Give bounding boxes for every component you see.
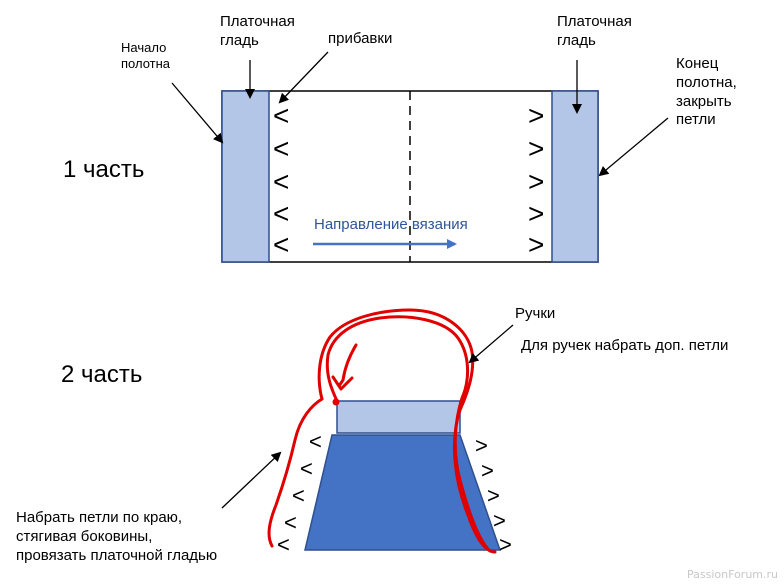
label-line: закрыть — [676, 92, 732, 110]
label-start: Начало полотна — [121, 40, 170, 73]
label-line: провязать платочной гладью — [16, 546, 218, 564]
increase-mark: < — [292, 483, 305, 508]
increase-mark: > — [528, 133, 544, 164]
increase-marks-left: < < < < < — [273, 100, 289, 260]
increase-mark: > — [475, 433, 488, 458]
label-line: Платочная — [220, 13, 295, 30]
increase-mark: > — [493, 508, 506, 533]
label-stockinette-right: Платочная гладь — [557, 13, 632, 51]
increase-mark: < — [309, 429, 322, 454]
watermark: PassionForum.ru — [687, 568, 778, 581]
red-dot — [332, 398, 340, 406]
label-line: стягивая боковины, — [16, 527, 153, 545]
increase-mark: < — [273, 100, 289, 131]
increase-mark: < — [284, 510, 297, 535]
increase-mark: < — [273, 133, 289, 164]
label-line: гладь — [557, 31, 596, 49]
increase-mark: > — [528, 229, 544, 260]
arrow-end — [598, 117, 669, 177]
direction-label: Направление вязания — [314, 216, 468, 233]
increase-mark: < — [300, 456, 313, 481]
label-handles: Ручки — [515, 305, 556, 322]
increase-mark: > — [481, 458, 494, 483]
label-stockinette-left: Платочная гладь — [220, 13, 295, 51]
increase-mark: < — [273, 198, 289, 229]
increase-mark: < — [273, 166, 289, 197]
increase-mark: > — [499, 532, 512, 557]
red-handle-loop — [267, 308, 497, 554]
label-pickup: Набрать петли по краю, стягивая боковины… — [16, 509, 217, 565]
label-start-line: полотна — [121, 56, 171, 72]
increase-mark: < — [277, 532, 290, 557]
label-line: Конец — [676, 55, 719, 72]
increase-mark: < — [273, 229, 289, 260]
stockinette-strip-right — [551, 90, 599, 263]
label-handles-note: Для ручек набрать доп. петли — [521, 337, 729, 354]
arrow-handles — [468, 324, 514, 364]
part2-title: 2 часть — [61, 361, 143, 388]
label-line: гладь — [220, 31, 259, 49]
arrow-pickup — [221, 451, 282, 509]
increase-mark: > — [528, 166, 544, 197]
zigzag-left: < < < < < — [277, 429, 322, 557]
zigzag-right: > > > > > — [475, 433, 512, 557]
label-line: полотна, — [676, 73, 737, 91]
label-end: Конец полотна, закрыть петли — [676, 55, 737, 130]
bag-body — [304, 434, 502, 551]
label-line: Набрать петли по краю, — [16, 509, 183, 526]
increase-mark: > — [528, 198, 544, 229]
arrow-increases — [278, 51, 329, 104]
arrow-start — [171, 82, 224, 144]
label-line: петли — [676, 111, 716, 129]
increase-mark: > — [487, 483, 500, 508]
label-start-line: Начало — [121, 40, 167, 55]
increase-mark: > — [528, 100, 544, 131]
part1-title: 1 часть — [63, 156, 145, 183]
bag-top-band — [336, 400, 461, 434]
label-line: Платочная — [557, 13, 632, 30]
stockinette-strip-left — [221, 90, 270, 263]
increase-marks-right: > > > > > — [528, 100, 544, 260]
label-increases: прибавки — [328, 30, 393, 47]
